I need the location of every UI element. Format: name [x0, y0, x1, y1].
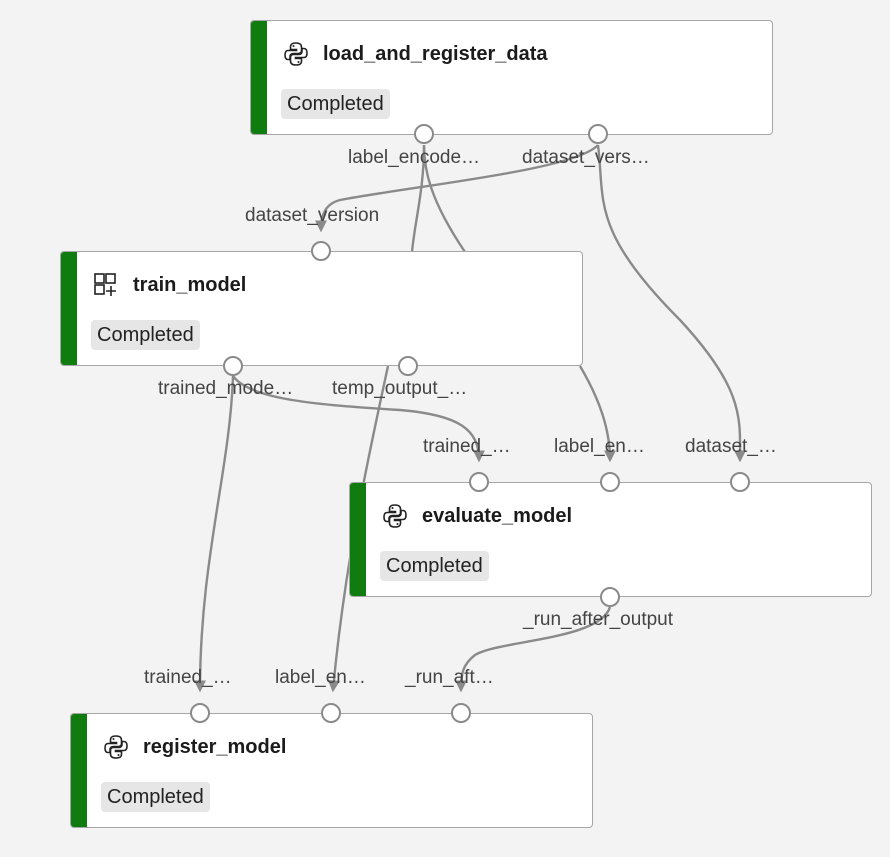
port-label: dataset_…	[685, 436, 777, 457]
node-register-model[interactable]: register_model Completed	[70, 713, 593, 828]
edge-train-model-to-register	[194, 375, 235, 693]
node-title: train_model	[133, 274, 247, 296]
port-label: dataset_version	[245, 205, 380, 226]
port-label: trained_mode…	[158, 378, 294, 399]
edge-load-dataset-to-train	[315, 144, 599, 233]
port-label: label_en…	[554, 436, 645, 457]
node-status-stripe	[350, 483, 366, 596]
node-title: evaluate_model	[422, 505, 573, 527]
status-badge: Completed	[91, 320, 200, 350]
node-title: load_and_register_data	[323, 43, 548, 65]
edge-train-model-to-evaluate	[232, 375, 485, 463]
port-label: trained_…	[144, 667, 232, 688]
node-train-model[interactable]: train_model Completed	[60, 251, 583, 366]
python-icon	[382, 503, 408, 529]
port-label: _run_aft…	[405, 667, 494, 688]
python-icon	[103, 734, 129, 760]
port-label: label_encode…	[348, 147, 481, 168]
port-label: label_en…	[275, 667, 366, 688]
node-load-and-register-data[interactable]: load_and_register_data Completed	[250, 20, 773, 135]
node-status-stripe	[251, 21, 267, 134]
status-badge: Completed	[101, 782, 210, 812]
status-badge: Completed	[380, 551, 489, 581]
port-label: temp_output_…	[332, 378, 468, 399]
node-status-stripe	[71, 714, 87, 827]
status-badge: Completed	[281, 89, 390, 119]
port-label: _run_after_output	[523, 609, 674, 630]
edge-load-dataset-to-evaluate	[596, 144, 747, 463]
node-title: register_model	[143, 736, 287, 758]
node-evaluate-model[interactable]: evaluate_model Completed	[349, 482, 872, 597]
node-status-stripe	[61, 252, 77, 365]
grid-plus-icon	[93, 272, 119, 298]
python-icon	[283, 41, 309, 67]
port-label: dataset_vers…	[522, 147, 650, 168]
edge-evaluate-run-after-to-register	[455, 606, 612, 693]
port-label: trained_…	[423, 436, 511, 457]
